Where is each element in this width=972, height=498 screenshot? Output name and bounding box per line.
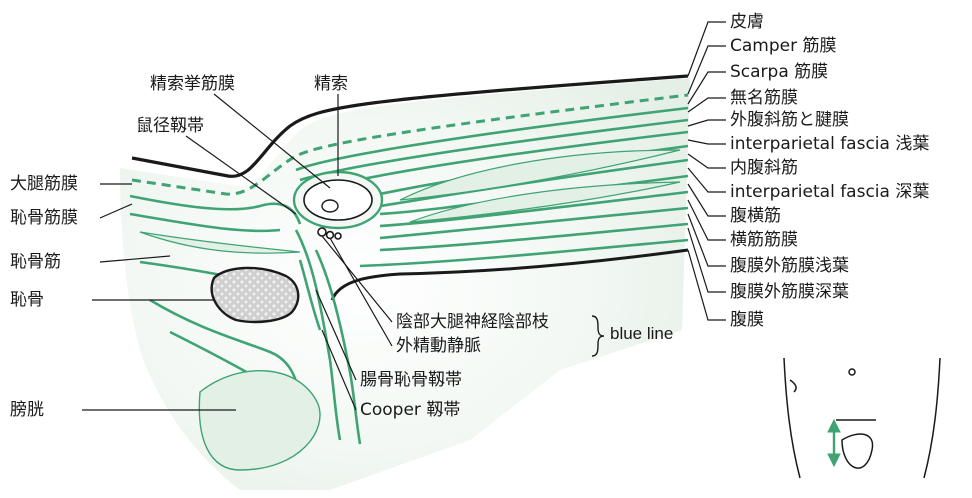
- label-inguinal-ligament: 鼠径靱帯: [136, 116, 204, 136]
- bladder-shape: [198, 369, 321, 471]
- label-blue-line: blue line: [610, 324, 674, 343]
- label-iliopubic-tract: 腸骨恥骨靱帯: [360, 370, 462, 390]
- leader-lines-top: [185, 93, 339, 215]
- peritoneum-line: [330, 248, 689, 301]
- label-camper-fascia: Camper 筋膜: [730, 36, 837, 56]
- label-cooper-ligament: Cooper 靱帯: [360, 400, 461, 420]
- label-transversus-abdominis: 腹横筋: [730, 206, 781, 226]
- inset-body: [783, 357, 941, 479]
- vessel-circles: [317, 227, 342, 240]
- label-pectineus: 恥骨筋: [10, 252, 61, 272]
- leader-lines-right: [687, 21, 726, 321]
- camper-fascia-line: [131, 93, 689, 196]
- blue-line-brace: [591, 315, 605, 357]
- leader-lines-left: [82, 183, 236, 411]
- arrow-up-down-icon: [827, 418, 841, 468]
- label-genital-branch: 陰部大腿神経陰部枝: [396, 312, 549, 332]
- label-cremasteric-fascia: 精索挙筋膜: [150, 74, 235, 94]
- label-pectineal-fascia: 恥骨筋膜: [10, 208, 78, 228]
- label-scarpa-fascia: Scarpa 筋膜: [730, 62, 829, 82]
- label-external-oblique: 外腹斜筋と腱膜: [730, 110, 849, 130]
- leader-lines-bottom: [315, 235, 393, 411]
- label-innominate-fascia: 無名筋膜: [730, 88, 798, 108]
- label-pubis: 恥骨: [10, 290, 44, 310]
- label-preperitoneal-deep: 腹膜外筋膜深葉: [730, 282, 849, 302]
- label-preperitoneal-superficial: 腹膜外筋膜浅葉: [730, 256, 849, 276]
- skin-line: [131, 74, 689, 178]
- spermatic-cord: [292, 170, 384, 230]
- label-fascia-lata: 大腿筋膜: [10, 174, 78, 194]
- pubic-bone: [210, 266, 300, 324]
- label-interparietal-deep: interparietal fascia 深葉: [730, 182, 930, 202]
- label-peritoneum: 腹膜: [730, 310, 764, 330]
- label-spermatic-cord: 精索: [314, 74, 348, 94]
- label-skin: 皮膚: [730, 12, 764, 32]
- label-external-spermatic-vessels: 外精動静脈: [396, 336, 481, 356]
- label-bladder: 膀胱: [10, 400, 44, 420]
- label-internal-oblique: 内腹斜筋: [730, 158, 798, 178]
- label-transversalis-fascia: 横筋筋膜: [730, 230, 798, 250]
- label-interparietal-superficial: interparietal fascia 浅葉: [730, 134, 930, 154]
- muscle-fibres: [139, 149, 681, 254]
